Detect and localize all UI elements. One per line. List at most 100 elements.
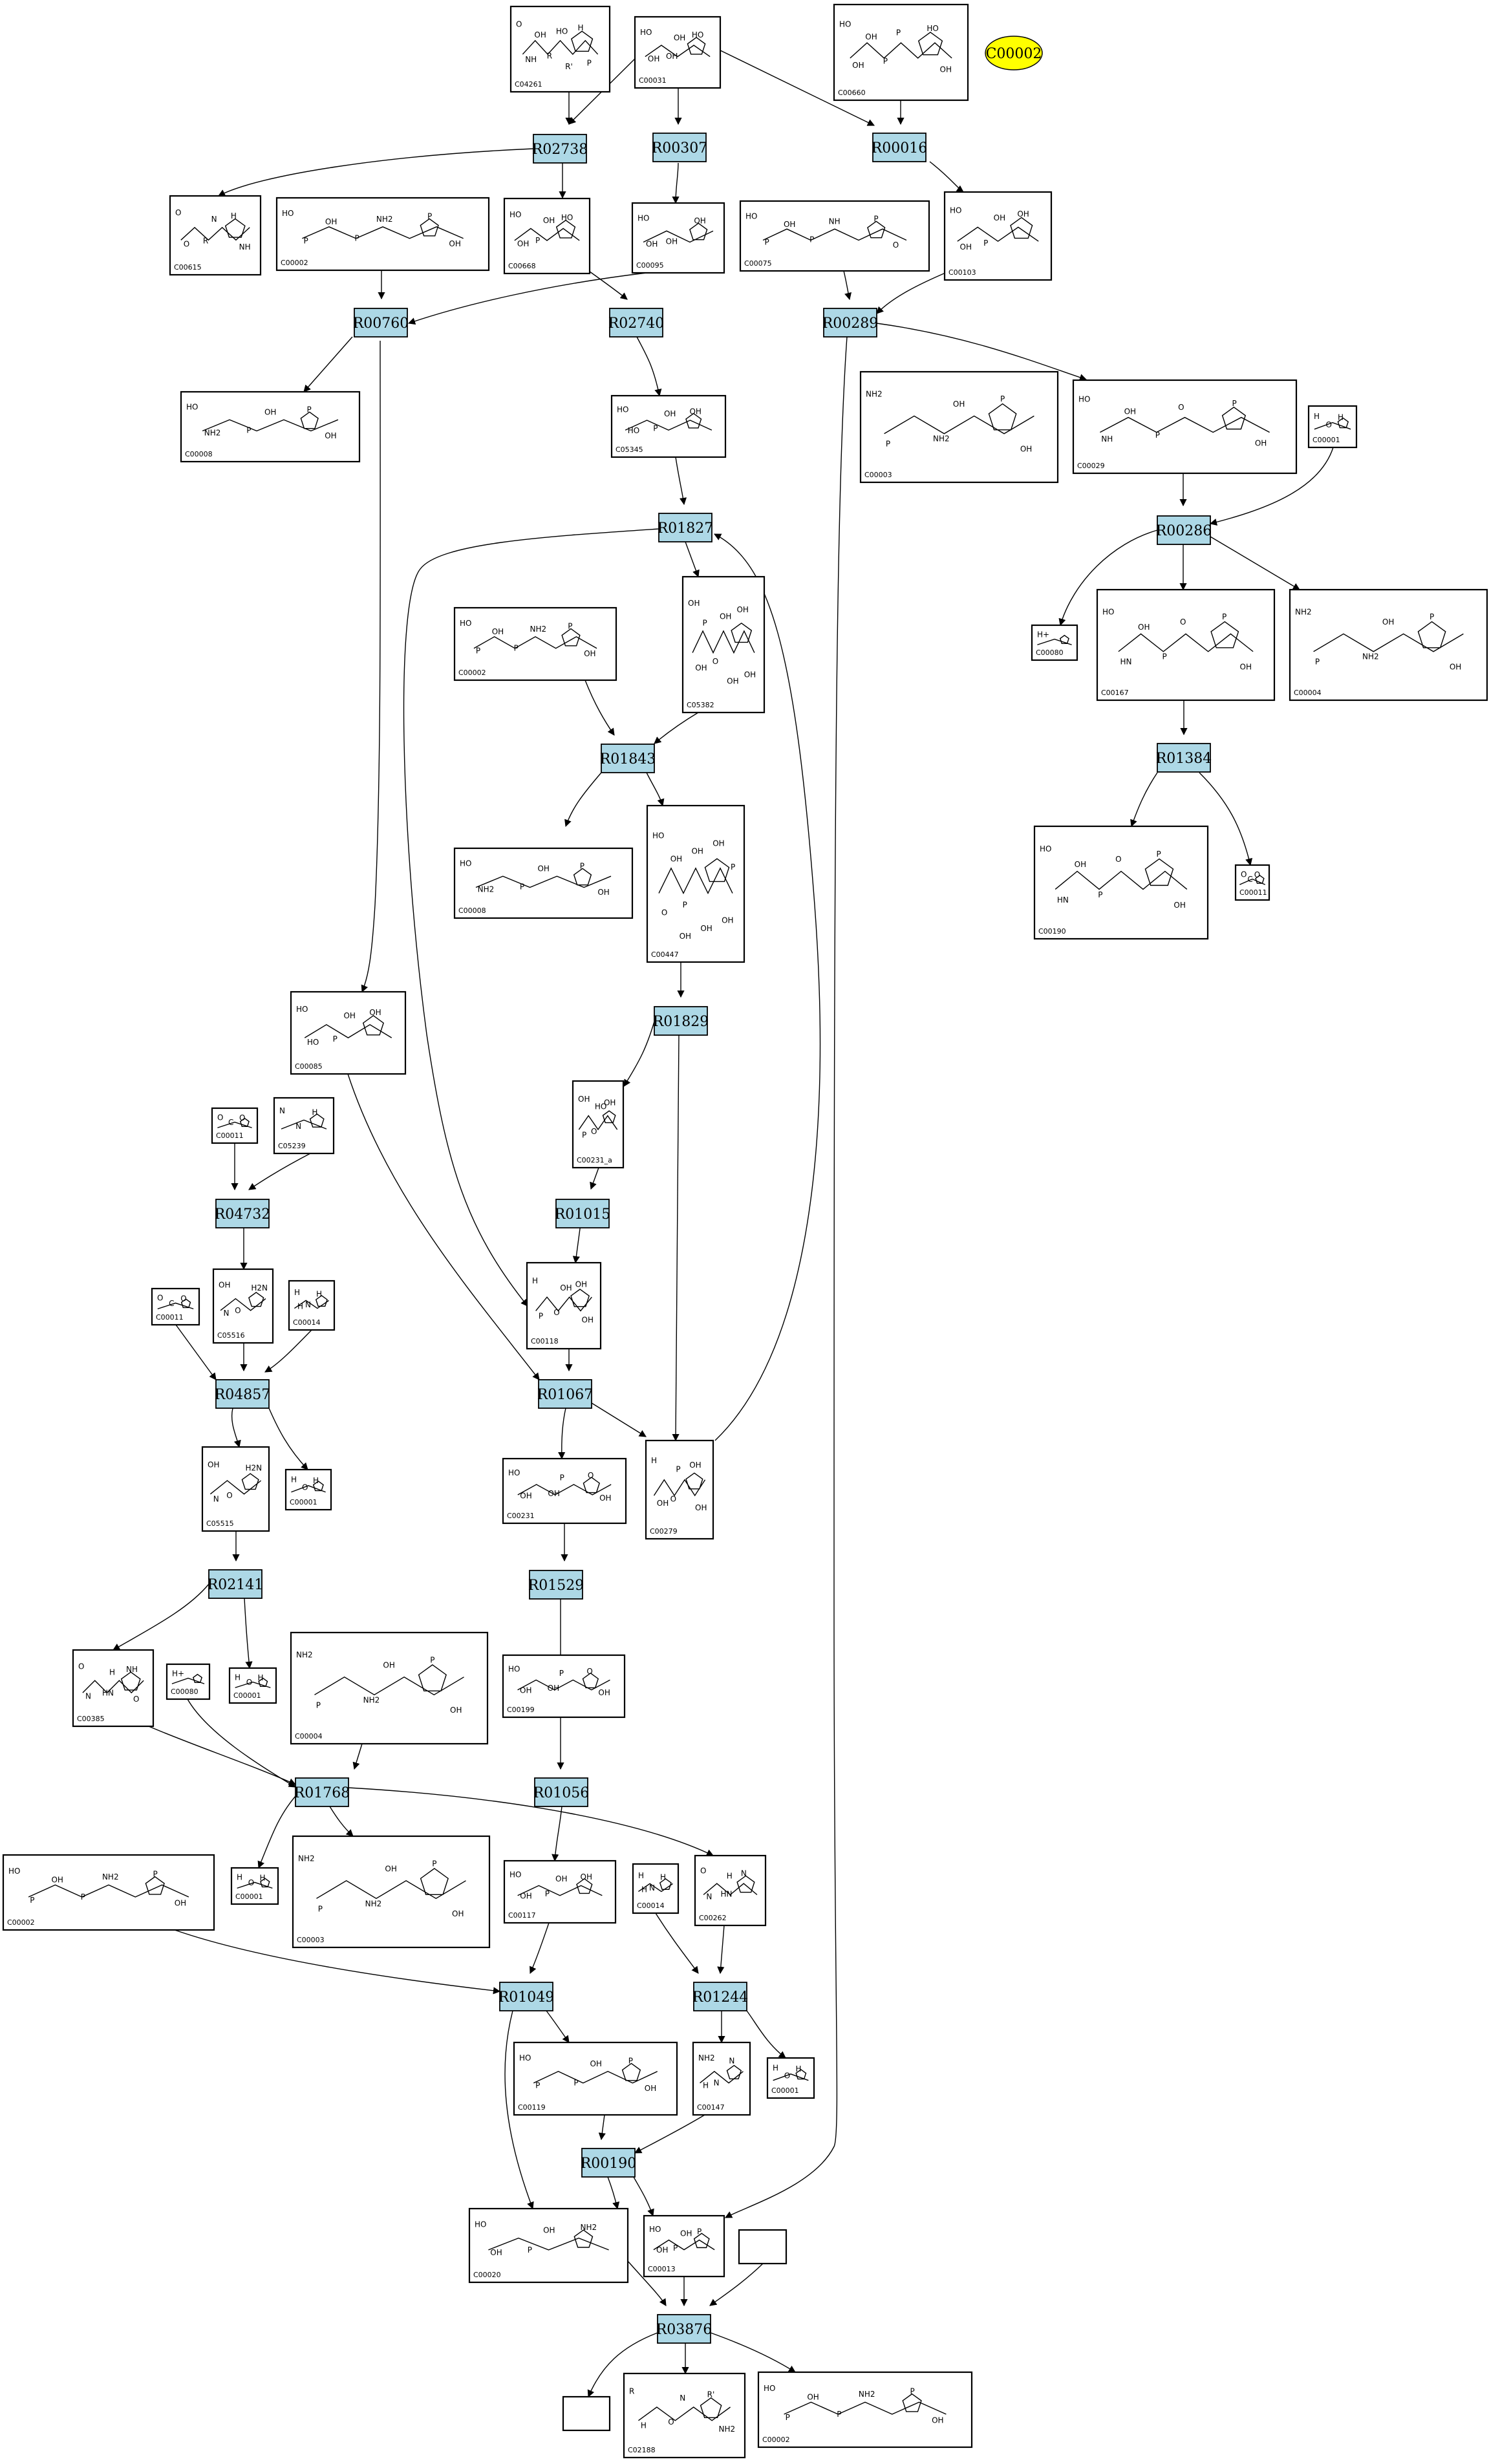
compound-frame[interactable]	[757, 2371, 973, 2448]
reaction-box[interactable]	[654, 1006, 708, 1036]
compound-frame[interactable]	[513, 2041, 678, 2116]
compound-box[interactable]: H+C00080	[1031, 624, 1078, 661]
compound-frame[interactable]	[275, 197, 490, 272]
compound-frame[interactable]	[284, 1468, 332, 1511]
legend-oval[interactable]: C00002	[985, 36, 1043, 70]
compound-frame[interactable]	[1234, 864, 1270, 901]
compound-frame[interactable]	[681, 575, 766, 714]
reaction-box[interactable]	[215, 1379, 270, 1409]
reaction-node[interactable]: R01843	[600, 744, 656, 773]
reaction-box[interactable]	[295, 1777, 349, 1807]
reaction-box[interactable]	[1157, 743, 1211, 773]
reaction-box[interactable]	[499, 1982, 553, 2011]
compound-frame[interactable]	[290, 1631, 489, 1745]
compound-box[interactable]	[562, 2395, 611, 2432]
compound-frame[interactable]	[1289, 588, 1488, 702]
reaction-box[interactable]	[215, 1199, 270, 1228]
compound-frame[interactable]	[211, 1107, 259, 1144]
reaction-node[interactable]: R02740	[608, 308, 665, 337]
compound-frame[interactable]	[468, 2207, 629, 2284]
compound-frame[interactable]	[526, 1261, 602, 1350]
compound-box[interactable]	[738, 2229, 787, 2265]
compound-box[interactable]: H+C00080	[166, 1663, 211, 1700]
reaction-box[interactable]	[581, 2148, 636, 2178]
reaction-node[interactable]: R00307	[652, 133, 708, 162]
reaction-box[interactable]	[693, 1982, 747, 2011]
compound-frame[interactable]	[643, 2214, 725, 2278]
compound-frame[interactable]	[1307, 405, 1358, 449]
reaction-node[interactable]: R01015	[555, 1199, 611, 1228]
reaction-node[interactable]: R01056	[533, 1777, 590, 1807]
compound-frame[interactable]	[72, 1649, 155, 1728]
compound-frame[interactable]	[502, 1654, 626, 1719]
compound-frame[interactable]	[623, 2372, 746, 2459]
legend-oval-shape[interactable]	[985, 36, 1043, 70]
reaction-node[interactable]: R03876	[656, 2314, 712, 2344]
compound-frame[interactable]	[292, 1835, 491, 1949]
reaction-node[interactable]: R01829	[653, 1006, 709, 1036]
compound-frame[interactable]	[766, 2057, 815, 2099]
compound-frame[interactable]	[562, 2395, 611, 2432]
compound-frame[interactable]	[610, 394, 727, 458]
compound-frame[interactable]	[631, 202, 725, 274]
reaction-box[interactable]	[533, 134, 587, 164]
compound-frame[interactable]	[502, 1457, 627, 1525]
compound-frame[interactable]	[151, 1287, 200, 1326]
reaction-node[interactable]: R01384	[1156, 743, 1212, 773]
reaction-node[interactable]: R01049	[498, 1982, 555, 2011]
compound-frame[interactable]	[943, 191, 1053, 281]
compound-frame[interactable]	[453, 847, 634, 919]
compound-frame[interactable]	[738, 2229, 787, 2265]
compound-frame[interactable]	[166, 1663, 211, 1700]
reaction-box[interactable]	[534, 1777, 588, 1807]
compound-frame[interactable]	[180, 391, 361, 463]
reaction-node[interactable]: R00286	[1156, 515, 1212, 545]
compound-frame[interactable]	[503, 197, 591, 275]
compound-frame[interactable]	[1072, 379, 1298, 475]
compound-frame[interactable]	[230, 1867, 279, 1905]
compound-frame[interactable]	[169, 195, 262, 276]
compound-frame[interactable]	[859, 370, 1059, 484]
compound-frame[interactable]	[645, 1439, 714, 1540]
reaction-node[interactable]: R04857	[215, 1379, 271, 1409]
compound-frame[interactable]	[1033, 825, 1209, 940]
compound-frame[interactable]	[503, 1859, 617, 1924]
compound-frame[interactable]	[509, 5, 611, 93]
reaction-box[interactable]	[872, 133, 927, 162]
compound-frame[interactable]	[692, 2041, 751, 2116]
reaction-box[interactable]	[354, 308, 408, 337]
compound-frame[interactable]	[228, 1667, 277, 1704]
reaction-box[interactable]	[823, 308, 877, 337]
compound-frame[interactable]	[288, 1280, 336, 1331]
reaction-box[interactable]	[658, 513, 712, 542]
